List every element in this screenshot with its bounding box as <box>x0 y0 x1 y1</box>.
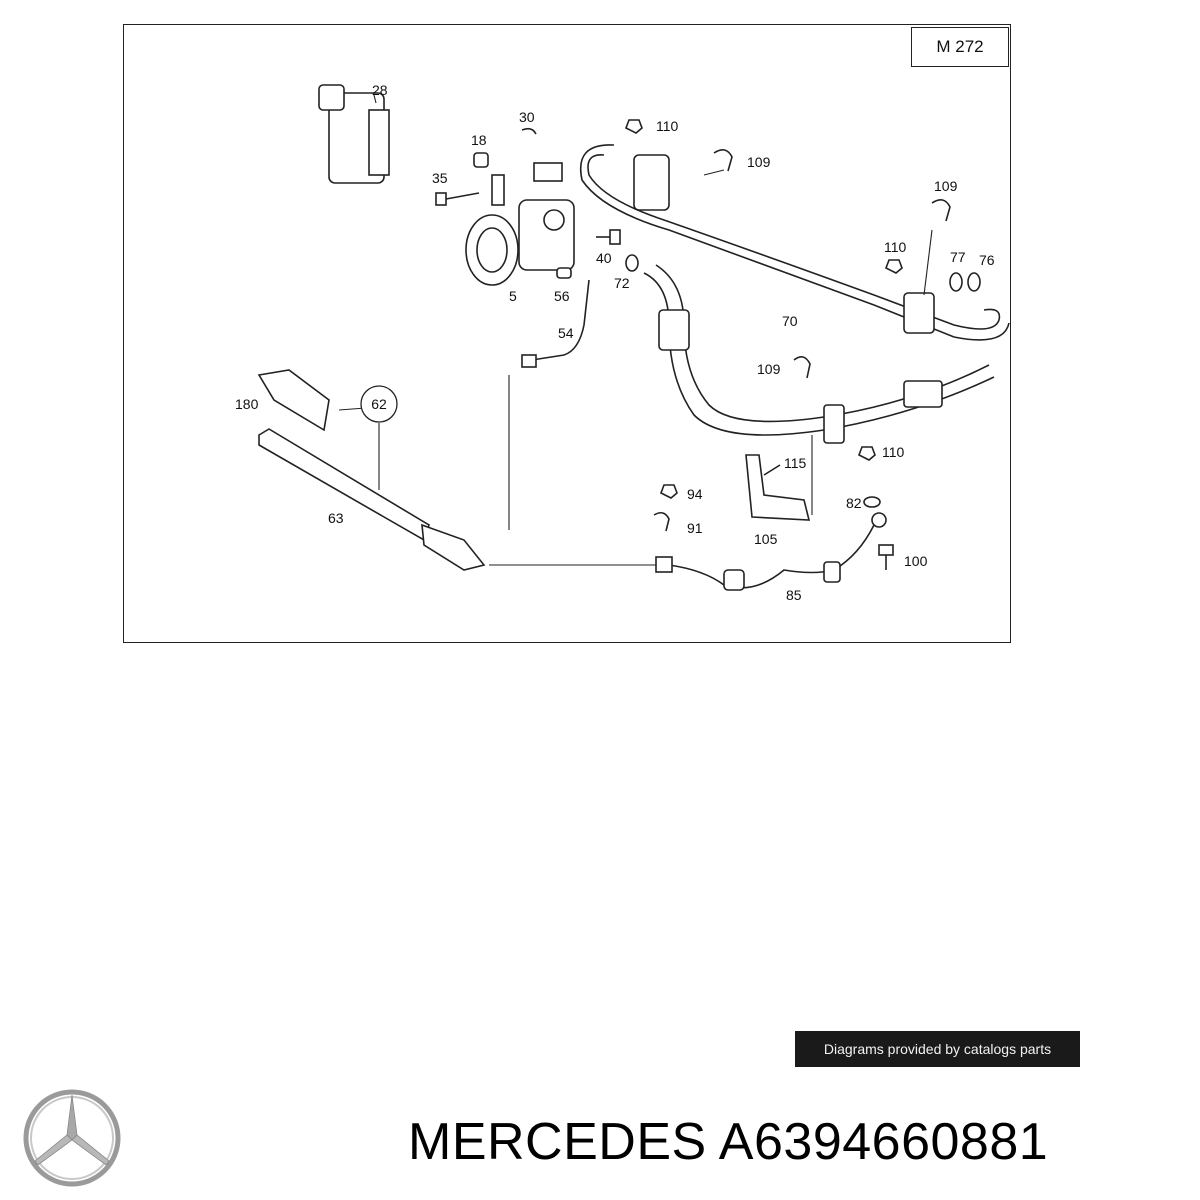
clip-30-part[interactable] <box>521 127 537 135</box>
callout-110-b[interactable]: 110 <box>884 239 907 255</box>
seal-56-part[interactable] <box>556 267 572 279</box>
nut-110b-part[interactable] <box>884 259 903 274</box>
fitting-54-part[interactable] <box>521 354 537 368</box>
callout-110-c[interactable]: 110 <box>882 444 905 460</box>
callout-109-a[interactable]: 109 <box>747 154 771 170</box>
leader-109b <box>923 229 933 296</box>
bolt-35-part[interactable] <box>435 192 480 206</box>
callout-63[interactable]: 63 <box>328 510 344 526</box>
callout-5[interactable]: 5 <box>509 288 517 304</box>
pressure-hose-70-part[interactable] <box>643 264 995 444</box>
ring-77-part[interactable] <box>949 272 963 292</box>
nut-110a-part[interactable] <box>624 119 643 134</box>
callout-62-circle[interactable] <box>360 385 398 423</box>
bolt-100-part[interactable] <box>878 544 894 570</box>
cooler-63-part[interactable] <box>258 428 486 571</box>
callout-18[interactable]: 18 <box>471 132 487 148</box>
callout-105[interactable]: 105 <box>754 531 778 547</box>
seal-82-part[interactable] <box>863 496 881 508</box>
hose-54-part[interactable] <box>531 279 590 361</box>
ring-18-part[interactable] <box>473 152 489 168</box>
footer-title: MERCEDES A6394660881 <box>408 1110 1188 1174</box>
bolt-40-part[interactable] <box>596 229 621 245</box>
callout-40[interactable]: 40 <box>596 250 612 266</box>
callout-82[interactable]: 82 <box>846 495 862 511</box>
callout-76[interactable]: 76 <box>979 252 995 268</box>
callout-115[interactable]: 115 <box>784 455 807 471</box>
callout-85[interactable]: 85 <box>786 587 802 603</box>
callout-94[interactable]: 94 <box>687 486 703 502</box>
ring-76-part[interactable] <box>967 272 981 292</box>
pump-part[interactable] <box>465 162 575 286</box>
callout-180[interactable]: 180 <box>235 396 259 412</box>
parts-diagram: 28 30 18 35 5 40 56 72 54 110 109 109 11… <box>235 82 1010 603</box>
callout-28[interactable]: 28 <box>372 82 388 98</box>
callout-72[interactable]: 72 <box>614 275 630 291</box>
callout-70[interactable]: 70 <box>782 313 798 329</box>
clamp-109c-part[interactable] <box>793 356 811 379</box>
reservoir-part[interactable] <box>318 84 390 184</box>
callout-109-c[interactable]: 109 <box>757 361 781 377</box>
callout-35[interactable]: 35 <box>432 170 448 186</box>
callout-30[interactable]: 30 <box>519 109 535 125</box>
clamp-109b-part[interactable] <box>931 199 951 222</box>
nut-94-part[interactable] <box>659 484 678 499</box>
callout-56[interactable]: 56 <box>554 288 570 304</box>
hose-85-part[interactable] <box>655 512 887 591</box>
holder-180-part[interactable] <box>257 369 330 432</box>
callout-77[interactable]: 77 <box>950 249 966 265</box>
nut-110c-part[interactable] <box>857 446 876 461</box>
callout-109-b[interactable]: 109 <box>934 178 958 194</box>
clamp-109-part[interactable] <box>713 149 733 172</box>
part-number: A6394660881 <box>718 1113 1049 1171</box>
callout-54[interactable]: 54 <box>558 325 574 341</box>
leader-109 <box>703 169 725 176</box>
clamp-91-part[interactable] <box>653 511 670 532</box>
mercedes-star-logo <box>23 1089 121 1187</box>
callout-62[interactable]: 62 <box>371 396 387 412</box>
brand-name: MERCEDES <box>408 1113 707 1171</box>
callout-100[interactable]: 100 <box>904 553 928 569</box>
diagram-frame: 28 30 18 35 5 40 56 72 54 110 109 109 11… <box>123 24 1011 643</box>
bracket-105-part[interactable] <box>745 454 811 521</box>
seal-72-part[interactable] <box>625 254 639 272</box>
credit-banner: Diagrams provided by catalogs parts <box>795 1031 1080 1067</box>
callout-91[interactable]: 91 <box>687 520 703 536</box>
return-hose-part[interactable] <box>580 144 1010 341</box>
engine-code-label: M 272 <box>911 27 1009 67</box>
callout-110-a[interactable]: 110 <box>656 118 679 134</box>
